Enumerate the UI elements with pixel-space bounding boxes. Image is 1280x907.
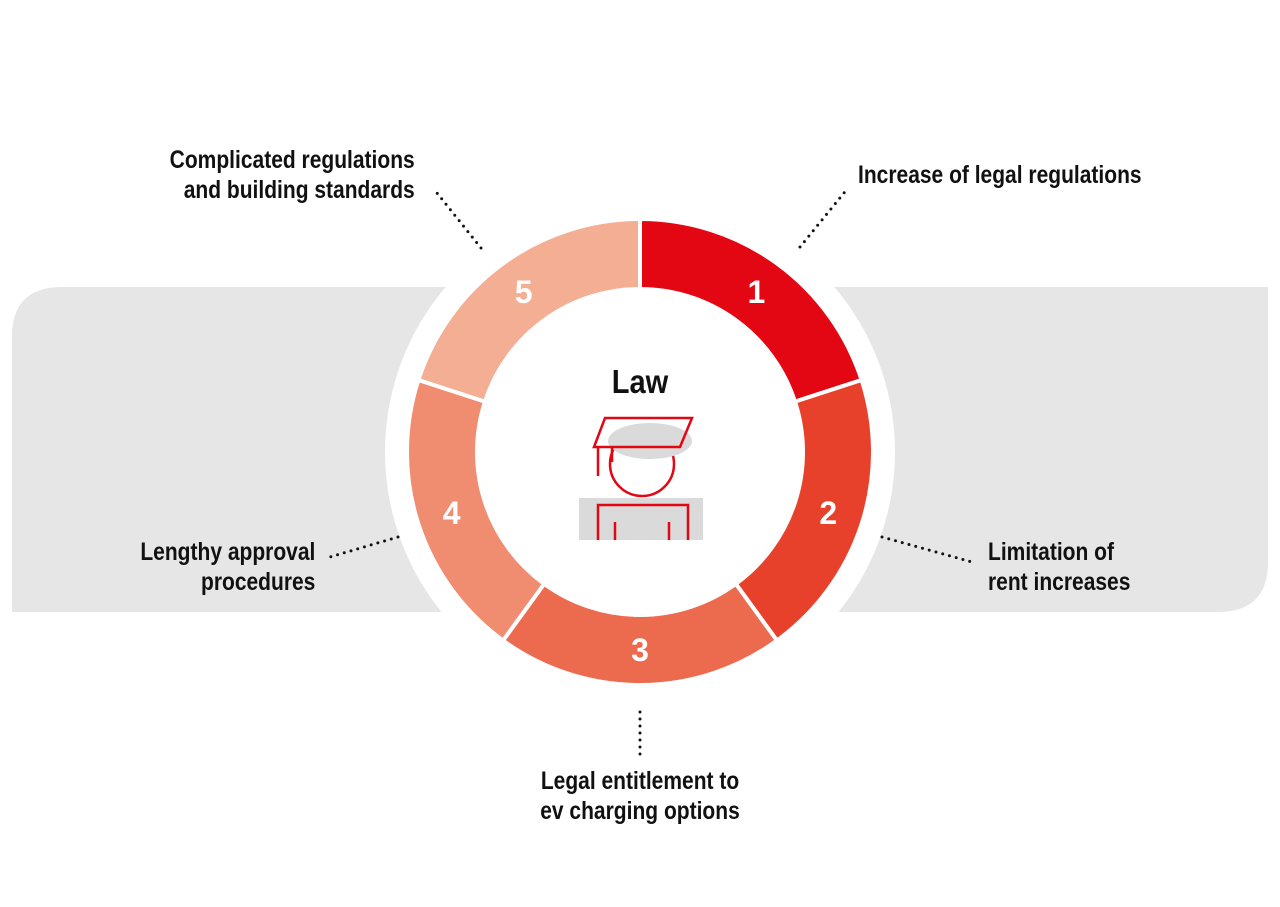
leader-line-5 — [431, 186, 483, 250]
segment-label-4: Lengthy approval procedures — [139, 538, 315, 596]
leader-line-4 — [328, 535, 400, 559]
segment-label-3: Legal entitlement to ev charging options — [540, 767, 740, 825]
segment-number-5: 5 — [515, 274, 533, 310]
ring-segments — [405, 216, 875, 687]
segment-number-1: 1 — [747, 274, 765, 310]
body-outline — [596, 503, 690, 540]
graduate-law-icon — [579, 416, 703, 540]
center-title: Law — [611, 363, 669, 400]
segment-number-3: 3 — [631, 632, 649, 668]
segment-label-1: Increase of legal regulations — [858, 161, 1142, 189]
segment-number-2: 2 — [819, 495, 837, 531]
cap-shade — [608, 423, 692, 459]
segment-label-5: Complicated regulations and building sta… — [169, 146, 415, 204]
leader-lines — [328, 186, 974, 757]
segment-number-4: 4 — [443, 495, 461, 531]
leader-line-1 — [798, 186, 850, 249]
segment-numbers: 1 2 3 4 5 — [443, 274, 837, 668]
leader-line-2 — [880, 535, 974, 564]
segment-label-2: Limitation of rent increases — [988, 538, 1131, 596]
ring-segment-5 — [415, 216, 642, 405]
cap-board — [592, 416, 694, 449]
